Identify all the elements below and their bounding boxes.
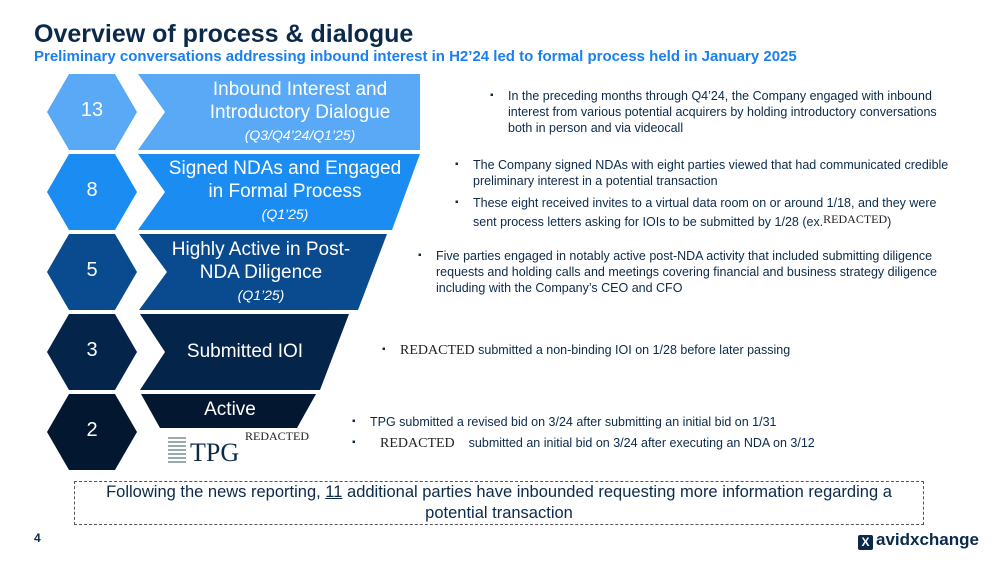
hexagon-13 — [47, 74, 137, 150]
brand-x-icon: X — [858, 535, 873, 550]
stage-count: 13 — [80, 99, 104, 121]
hexagon-8 — [47, 154, 137, 230]
funnel-stage-1 — [138, 74, 420, 150]
bullet: REDACTED submitted a non-binding IOI on … — [382, 342, 920, 359]
stage-count: 8 — [86, 179, 98, 201]
page-number: 4 — [34, 531, 41, 545]
page-subtitle: Preliminary conversations addressing inb… — [34, 48, 797, 65]
tpg-logo: TPG — [168, 437, 239, 468]
page-title: Overview of process & dialogue — [34, 20, 414, 48]
funnel-stage-4 — [140, 314, 349, 390]
footer-callout: Following the news reporting, 11 additio… — [74, 481, 924, 525]
hexagon-5 — [47, 234, 137, 310]
bullet: TPG submitted a revised bid on 3/24 afte… — [352, 414, 930, 430]
stage-count: 2 — [86, 419, 98, 441]
stage-label: Active — [204, 399, 256, 420]
funnel-stage-5 — [141, 394, 316, 428]
stage-label: Submitted IOI — [186, 341, 304, 362]
hexagon-3 — [47, 314, 137, 390]
bullet: These eight received invites to a virtua… — [455, 195, 963, 230]
funnel-stage-2 — [138, 154, 420, 230]
stage-count: 3 — [86, 339, 98, 361]
stage-label: Highly Active in Post-NDA Diligence(Q1’2… — [171, 239, 351, 303]
bullet: In the preceding months through Q4’24, t… — [490, 88, 963, 136]
hexagon-2 — [47, 394, 137, 470]
bullet: The Company signed NDAs with eight parti… — [455, 157, 958, 189]
funnel-stage-3 — [139, 234, 387, 310]
stage-count: 5 — [86, 259, 98, 281]
redacted-mark: REDACTED — [245, 429, 309, 443]
bullet: Five parties engaged in notably active p… — [418, 248, 956, 296]
